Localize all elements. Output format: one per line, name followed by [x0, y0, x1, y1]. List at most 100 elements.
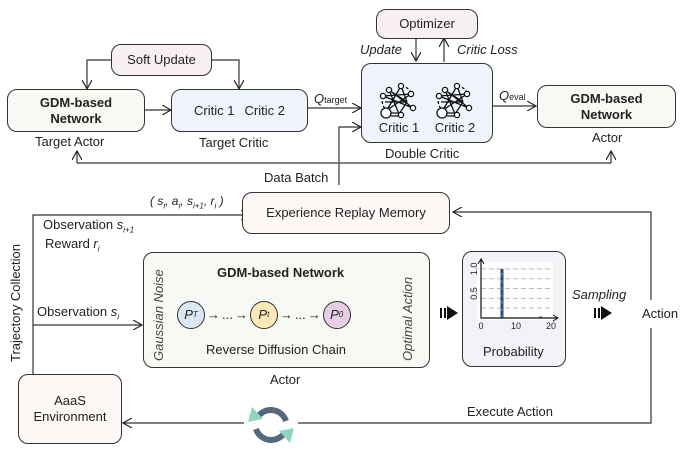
- double-critic-1: Critic 1: [378, 120, 420, 135]
- obs-next-sub: i+1: [123, 225, 135, 235]
- actor-line2: Network: [580, 106, 633, 122]
- tuple-s-next: s: [186, 194, 193, 208]
- x-tick-label: 20: [546, 321, 556, 331]
- tuple-close: ): [216, 194, 224, 208]
- target-critic-box: Critic 1 Critic 2: [171, 89, 308, 132]
- reward-sub: i: [97, 244, 100, 254]
- soft-update-box: Soft Update: [111, 44, 212, 76]
- execute-action-label: Execute Action: [467, 404, 553, 419]
- tuple-s-next-sub: i+1: [192, 201, 204, 211]
- env-line2: Environment: [33, 409, 107, 424]
- double-critic-box: Critic 1 Critic 2: [361, 63, 493, 143]
- soft-update-to-target-actor: [87, 59, 111, 89]
- data-batch-label: Data Batch: [264, 170, 329, 185]
- obs-next-var: s: [116, 217, 124, 232]
- tuple-a-sub: i: [178, 201, 181, 211]
- q-target-q: Q: [314, 91, 325, 106]
- obs-next-text: Observation: [43, 217, 114, 232]
- tuple-comma: ,: [165, 194, 172, 208]
- neural-network-icon: [379, 82, 417, 119]
- soft-update-label: Soft Update: [127, 52, 196, 67]
- node-sub: 0: [338, 310, 344, 319]
- y-tick-label: 0.5: [469, 287, 479, 300]
- target-critic-caption: Target Critic: [199, 135, 269, 150]
- q-target-sub: target: [324, 95, 348, 105]
- obs-var: s: [110, 304, 118, 319]
- reward-label: Reward ri: [45, 236, 100, 254]
- aaas-environment-box: AaaS Environment: [18, 374, 122, 444]
- actor-net-caption: Actor: [270, 372, 301, 387]
- x-tick-label: 10: [511, 321, 521, 331]
- refresh-icon: [248, 407, 294, 443]
- sampling-arrow: [594, 306, 612, 320]
- action-to-execute: [298, 328, 652, 424]
- optimizer-label: Optimizer: [399, 16, 455, 31]
- memory-label: Experience Replay Memory: [266, 205, 426, 220]
- data-batch-to-critic: [338, 127, 361, 185]
- actor-line1: GDM-based: [570, 90, 643, 106]
- double-critic-2: Critic 2: [434, 120, 476, 135]
- tuple-label: ( si, ai, si+1, ri ): [150, 194, 224, 210]
- sampling-label: Sampling: [572, 287, 627, 302]
- tuple-a: a: [171, 194, 179, 208]
- q-eval-sub: eval: [509, 92, 526, 102]
- node-p: P: [184, 307, 193, 322]
- target-actor-line1: GDM-based: [39, 94, 113, 110]
- tuple-s-sub: i: [163, 201, 166, 211]
- reward-text: Reward: [45, 236, 90, 251]
- node-sub: t: [267, 310, 270, 319]
- observation-label: Observation si: [37, 304, 119, 322]
- arrow-icon: →: [207, 307, 220, 322]
- action-to-memory: [453, 212, 652, 300]
- tuple-to-memory: [32, 215, 250, 374]
- target-actor-caption: Target Actor: [35, 134, 105, 149]
- tuple-s: s: [157, 194, 164, 208]
- trajectory-collection-label: Trajectory Collection: [8, 243, 23, 362]
- x-tick-label: 0: [478, 321, 483, 331]
- target-actor-box: GDM-based Network: [7, 89, 145, 132]
- optimal-action-label: Optimal Action: [400, 276, 415, 361]
- tuple-comma: ,: [180, 194, 187, 208]
- neural-network-icon: [435, 82, 473, 119]
- critic-loss-label: Critic Loss: [457, 42, 518, 57]
- critic-1-group: Critic 1: [377, 80, 421, 136]
- soft-update-to-target-critic: [211, 59, 239, 89]
- obs-text: Observation: [37, 304, 108, 319]
- actor-caption: Actor: [592, 130, 623, 145]
- target-actor-line2: Network: [50, 110, 102, 126]
- arrow-icon: →: [234, 307, 248, 322]
- probability-caption: Probability: [483, 344, 544, 359]
- obs-sub: i: [117, 312, 119, 322]
- flow-arrows: [440, 306, 612, 320]
- q-eval-q: Q: [499, 88, 510, 103]
- gdm-actor-network-box: GDM-based Network Gaussian Noise Optimal…: [143, 252, 430, 368]
- node-sub: T: [192, 310, 198, 319]
- y-axis-arrow: [477, 258, 485, 265]
- arrow-icon: →: [307, 307, 321, 322]
- update-label: Update: [360, 42, 402, 57]
- arrow-icon: →: [279, 307, 293, 322]
- optimizer-box: Optimizer: [376, 9, 478, 39]
- tuple-comma: ,: [203, 194, 211, 208]
- target-critic-2: Critic 2: [244, 102, 285, 118]
- tuple-r: r: [210, 194, 215, 208]
- chain-dots: ...: [294, 307, 306, 322]
- experience-replay-memory-box: Experience Replay Memory: [242, 192, 450, 234]
- actor-box: GDM-based Network: [537, 85, 676, 128]
- target-critic-1: Critic 1: [194, 102, 235, 118]
- chart-axes: [480, 260, 557, 319]
- tuple-r-sub: i: [214, 201, 217, 211]
- gdm-network-title: GDM-based Network: [217, 265, 345, 280]
- plot-area: [477, 262, 553, 320]
- chain-dots: ...: [222, 307, 233, 322]
- reverse-diffusion-label: Reverse Diffusion Chain: [206, 342, 346, 357]
- actor-to-prob-arrow: [440, 306, 458, 320]
- observation-next-label: Observation si+1: [43, 217, 134, 235]
